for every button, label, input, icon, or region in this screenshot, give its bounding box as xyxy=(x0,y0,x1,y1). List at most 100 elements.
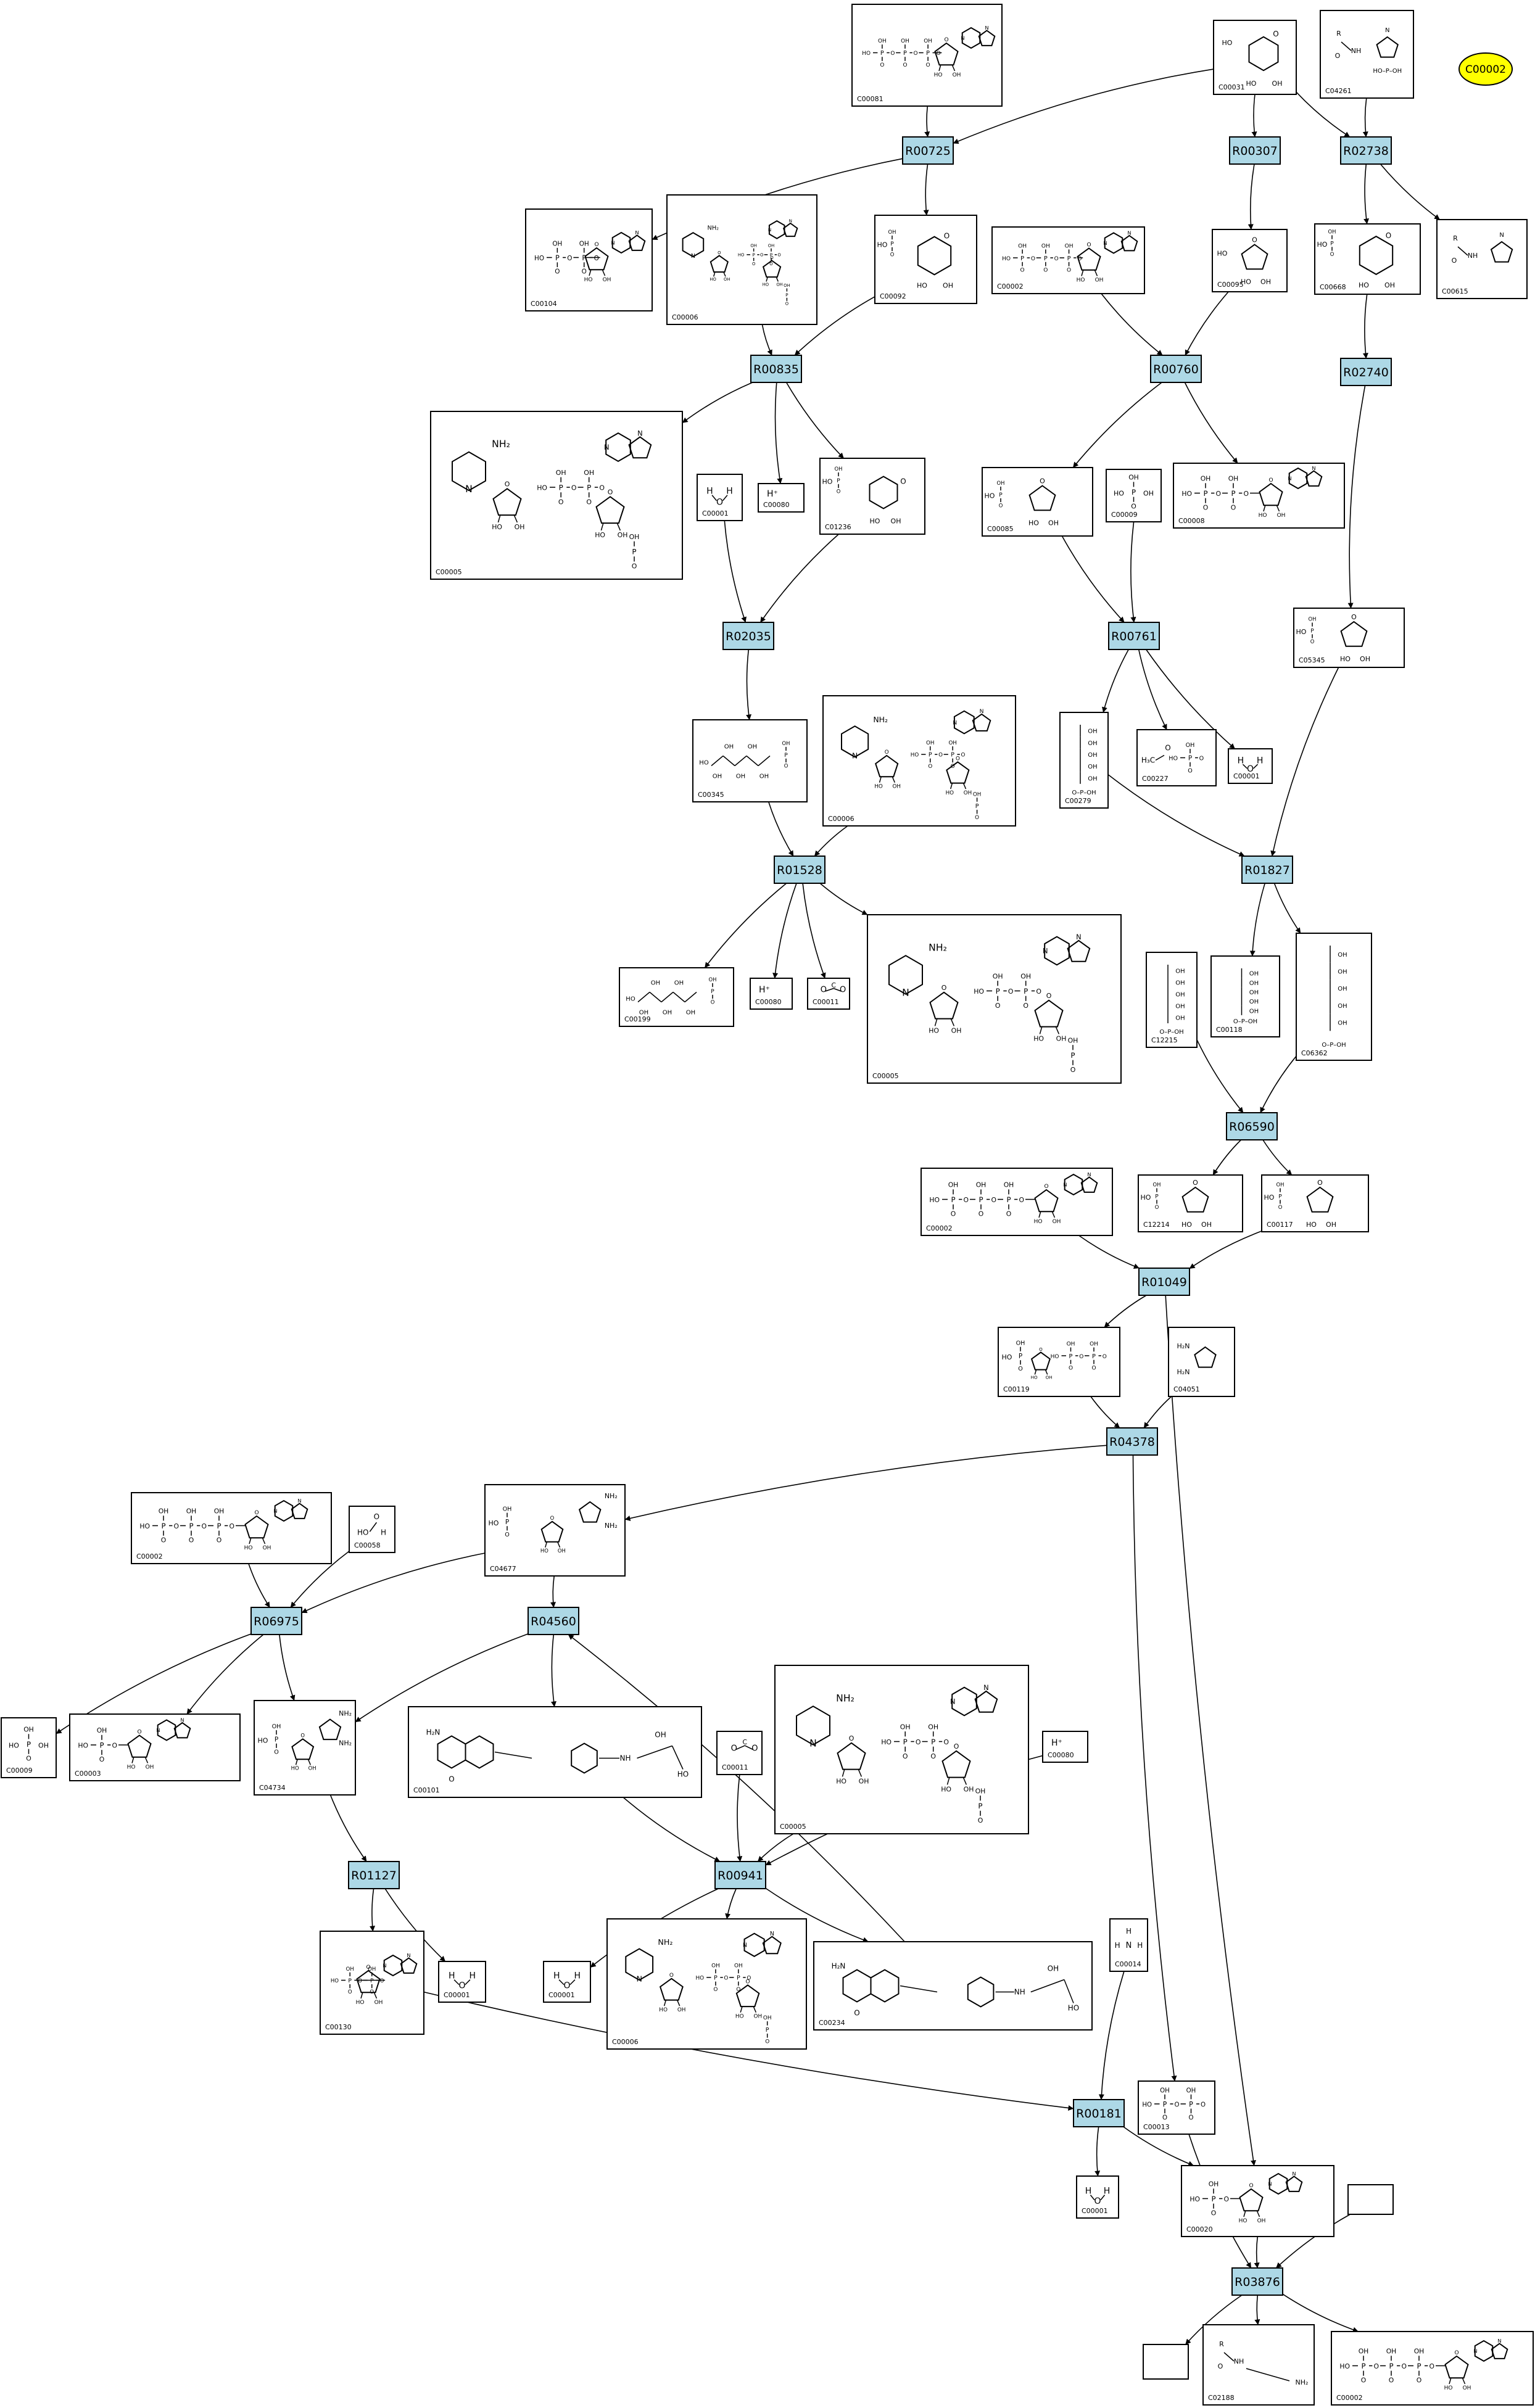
reaction-box[interactable] xyxy=(1226,1112,1278,1140)
compound-box[interactable] xyxy=(867,914,1122,1084)
reaction-box[interactable] xyxy=(722,622,774,650)
compound-node[interactable] xyxy=(1143,2344,1189,2380)
reaction-box[interactable] xyxy=(902,136,954,165)
reaction-box[interactable] xyxy=(1340,136,1392,165)
compound-box[interactable] xyxy=(1109,1918,1148,1972)
compound-box[interactable] xyxy=(1143,2344,1189,2380)
compound-box[interactable] xyxy=(1228,748,1273,784)
compound-box[interactable] xyxy=(874,215,977,304)
compound-box[interactable] xyxy=(619,967,734,1027)
reaction-node[interactable]: R02738 xyxy=(1340,136,1392,165)
compound-box[interactable] xyxy=(1042,1731,1088,1763)
compound-box[interactable] xyxy=(1146,952,1198,1048)
reaction-box[interactable] xyxy=(1150,355,1202,383)
reaction-box[interactable] xyxy=(1138,1268,1190,1296)
reaction-node[interactable]: R00181 xyxy=(1073,2099,1125,2127)
compound-box[interactable] xyxy=(758,483,805,513)
reaction-node[interactable]: R02035 xyxy=(722,622,774,650)
reaction-box[interactable] xyxy=(250,1607,302,1635)
compound-box[interactable] xyxy=(1212,229,1288,292)
compound-box[interactable] xyxy=(1059,712,1109,809)
compound-node[interactable] xyxy=(1347,2184,1394,2215)
compound-box[interactable] xyxy=(1138,1174,1243,1232)
compound-box[interactable] xyxy=(697,474,743,521)
compound-box[interactable] xyxy=(819,458,925,535)
compound-box[interactable] xyxy=(408,1706,702,1798)
compound-box[interactable] xyxy=(1261,1174,1369,1232)
reaction-node[interactable]: R04560 xyxy=(528,1607,579,1635)
compound-box[interactable] xyxy=(750,978,793,1010)
compound-box[interactable] xyxy=(921,1168,1113,1236)
compound-box[interactable] xyxy=(774,1665,1029,1834)
reaction-box[interactable] xyxy=(1340,358,1392,386)
reaction-node[interactable]: R01528 xyxy=(774,856,825,884)
compound-box[interactable] xyxy=(1,1717,57,1778)
compound-node[interactable]: H⁺C00080 xyxy=(758,483,805,513)
compound-box[interactable] xyxy=(1168,1327,1235,1397)
reaction-box[interactable] xyxy=(348,1861,400,1889)
reaction-node[interactable]: R03876 xyxy=(1231,2267,1283,2296)
compound-box[interactable] xyxy=(716,1731,763,1775)
compound-box[interactable] xyxy=(851,4,1003,107)
compound-box[interactable] xyxy=(1320,10,1414,99)
reaction-node[interactable]: R00761 xyxy=(1108,622,1160,650)
reaction-node[interactable]: R02740 xyxy=(1340,358,1392,386)
reaction-box[interactable] xyxy=(1241,856,1293,884)
reaction-node[interactable]: R00725 xyxy=(902,136,954,165)
reaction-box[interactable] xyxy=(750,355,802,383)
compound-box[interactable] xyxy=(822,695,1016,827)
reaction-node[interactable]: R00941 xyxy=(714,1861,766,1889)
compound-box[interactable] xyxy=(692,719,808,802)
compound-box[interactable] xyxy=(666,194,817,325)
reaction-box[interactable] xyxy=(714,1861,766,1889)
reaction-node[interactable]: R06590 xyxy=(1226,1112,1278,1140)
compound-box[interactable] xyxy=(1181,2165,1334,2237)
compound-node[interactable]: H⁺C00080 xyxy=(1042,1731,1088,1763)
reaction-node[interactable]: R06975 xyxy=(250,1607,302,1635)
compound-box[interactable] xyxy=(807,978,850,1010)
compound-box[interactable] xyxy=(991,226,1145,294)
compound-box[interactable] xyxy=(606,1918,807,2050)
compound-box[interactable] xyxy=(430,411,683,580)
compound-box[interactable] xyxy=(1213,20,1297,95)
compound-box[interactable] xyxy=(69,1713,241,1781)
reaction-node[interactable]: R01827 xyxy=(1241,856,1293,884)
compound-box[interactable] xyxy=(1173,463,1345,529)
